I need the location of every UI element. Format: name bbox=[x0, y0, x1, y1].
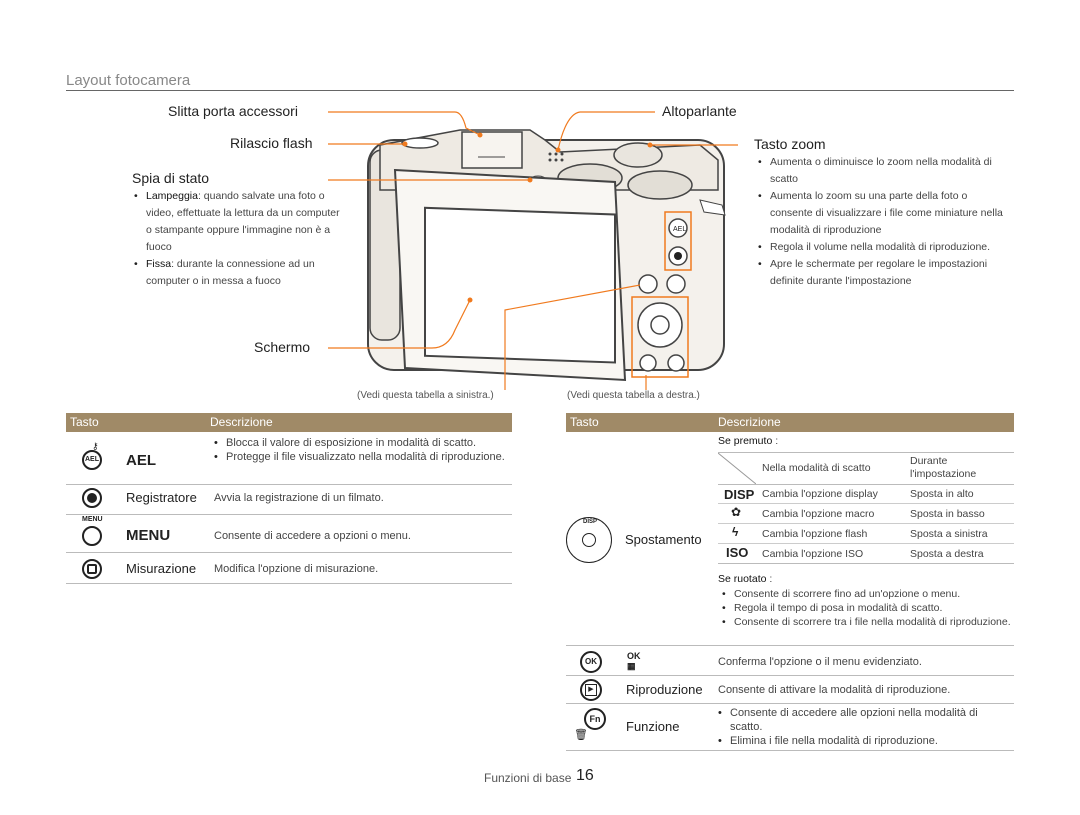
right-header-descrizione: Descrizione bbox=[718, 415, 781, 429]
zoom-bullet-4: Apre le schermate per regolare le impost… bbox=[758, 256, 1008, 290]
callout-spia: Spia di stato bbox=[132, 170, 210, 186]
spia-bullets: Lampeggia: quando salvate una foto o vid… bbox=[134, 188, 340, 290]
right-table-header: Tasto Descrizione bbox=[566, 413, 1014, 432]
row-divider bbox=[566, 675, 1014, 676]
ael-icon: AEL bbox=[82, 450, 102, 470]
camera-illustration: AEL bbox=[328, 111, 738, 390]
flash-icon: ϟ bbox=[732, 525, 739, 539]
ruotato-bullet-3: Consente di scorrere tra i file nella mo… bbox=[722, 615, 1012, 629]
zoom-bullets: Aumenta o diminuisce lo zoom nella modal… bbox=[758, 154, 1008, 290]
row-divider bbox=[66, 484, 512, 485]
macro-icon: ✿ bbox=[731, 505, 742, 519]
inner-divider bbox=[718, 543, 1014, 544]
left-table-header: Tasto Descrizione bbox=[66, 413, 512, 432]
inner-row-4-scatto: Cambia l'opzione ISO bbox=[762, 548, 864, 560]
nav-ok-center bbox=[582, 533, 596, 547]
inner-row-2-imp: Sposta in basso bbox=[910, 508, 985, 520]
key-riproduzione: Riproduzione bbox=[626, 682, 703, 697]
inner-divider bbox=[718, 563, 1014, 564]
callout-rilascio: Rilascio flash bbox=[230, 135, 313, 151]
left-header-descrizione: Descrizione bbox=[210, 415, 273, 429]
inner-header-scatto: Nella modalità di scatto bbox=[762, 462, 871, 474]
key-spostamento: Spostamento bbox=[625, 532, 702, 547]
ael-desc: Blocca il valore di esposizione in modal… bbox=[214, 436, 510, 464]
se-ruotato: Se ruotato : bbox=[718, 573, 773, 585]
inner-corner-diagonal bbox=[718, 453, 756, 484]
menu-desc: Consente di accedere a opzioni o menu. bbox=[214, 530, 411, 542]
inner-row-3-scatto: Cambia l'opzione flash bbox=[762, 528, 868, 540]
callout-schermo: Schermo bbox=[254, 339, 311, 355]
inner-header-imp: Durante l'impostazione bbox=[910, 455, 977, 480]
ruotato-bullet-1: Consente di scorrere fino ad un'opzione … bbox=[722, 587, 1012, 601]
caption-see-left: (Vedi questa tabella a sinistra.) bbox=[357, 390, 494, 401]
trash-icon: 🗑 bbox=[574, 729, 588, 741]
metering-icon bbox=[82, 559, 102, 579]
spia-bullet-2: Fissa: durante la connessione ad un comp… bbox=[134, 256, 340, 290]
funzione-desc-2: Elimina i file nella modalità di riprodu… bbox=[718, 734, 1012, 748]
key-icon: ⚷ bbox=[92, 441, 99, 451]
key-registratore: Registratore bbox=[126, 490, 197, 505]
ruotato-bullet-2: Regola il tempo di posa in modalità di s… bbox=[722, 601, 1012, 615]
fn-button-icon: Fn bbox=[584, 708, 606, 730]
row-divider bbox=[66, 583, 512, 584]
callout-tasto-zoom: Tasto zoom bbox=[754, 136, 826, 152]
row-divider bbox=[66, 552, 512, 553]
zoom-bullet-3: Regola il volume nella modalità di ripro… bbox=[758, 239, 1008, 256]
ok-glyph: OK▦ bbox=[627, 651, 641, 671]
playback-button-icon bbox=[580, 679, 602, 701]
inner-row-4-imp: Sposta a destra bbox=[910, 548, 984, 560]
inner-row-3-imp: Sposta a sinistra bbox=[910, 528, 988, 540]
row-divider bbox=[66, 514, 512, 515]
left-header-tasto: Tasto bbox=[70, 415, 99, 429]
title-rule bbox=[66, 90, 1014, 91]
key-misurazione: Misurazione bbox=[126, 561, 197, 576]
inner-row-1-imp: Sposta in alto bbox=[910, 488, 974, 500]
metering-inner bbox=[87, 564, 97, 574]
funzione-desc: Consente di accedere alle opzioni nella … bbox=[718, 706, 1012, 748]
se-premuto: Se premuto : bbox=[718, 435, 779, 447]
ok-desc: Conferma l'opzione o il menu evidenziato… bbox=[718, 656, 922, 668]
inner-divider bbox=[718, 452, 1014, 453]
row-divider bbox=[566, 645, 1014, 646]
inner-row-1-scatto: Cambia l'opzione display bbox=[762, 488, 878, 500]
inner-row-2-scatto: Cambia l'opzione macro bbox=[762, 508, 875, 520]
key-funzione: Funzione bbox=[626, 719, 680, 734]
row-divider bbox=[566, 703, 1014, 704]
spia-bullet-1: Lampeggia: quando salvate una foto o vid… bbox=[134, 188, 340, 256]
key-menu: MENU bbox=[126, 527, 171, 544]
callout-slitta: Slitta porta accessori bbox=[168, 103, 298, 119]
navigation-dial-icon bbox=[566, 517, 612, 563]
caption-see-right: (Vedi questa tabella a destra.) bbox=[567, 390, 700, 401]
ruotato-bullets: Consente di scorrere fino ad un'opzione … bbox=[722, 587, 1012, 629]
registratore-desc: Avvia la registrazione di un filmato. bbox=[214, 492, 384, 504]
nav-disp-glyph: DISP bbox=[583, 519, 598, 525]
callout-altoparlante: Altoparlante bbox=[662, 103, 737, 119]
menu-icon-label: MENU bbox=[82, 516, 103, 523]
page-number: 16 bbox=[576, 767, 594, 784]
svg-text:AEL: AEL bbox=[673, 226, 686, 233]
footer-label: Funzioni di base bbox=[484, 771, 572, 785]
play-glyph: ▶ bbox=[585, 684, 597, 696]
zoom-bullet-1: Aumenta o diminuisce lo zoom nella modal… bbox=[758, 154, 1008, 188]
key-ael: AEL bbox=[126, 452, 156, 469]
record-dot bbox=[87, 493, 97, 503]
ael-desc-2: Protegge il file visualizzato nella moda… bbox=[214, 450, 510, 464]
inner-divider bbox=[718, 484, 1014, 485]
ael-desc-1: Blocca il valore di esposizione in modal… bbox=[214, 436, 510, 450]
riproduzione-desc: Consente di attivare la modalità di ripr… bbox=[718, 684, 951, 696]
funzione-desc-1: Consente di accedere alle opzioni nella … bbox=[718, 706, 1012, 734]
page-title: Layout fotocamera bbox=[66, 72, 191, 89]
record-button-icon bbox=[82, 488, 102, 508]
misurazione-desc: Modifica l'opzione di misurazione. bbox=[214, 563, 379, 575]
disp-icon: DISP bbox=[724, 487, 755, 502]
inner-divider bbox=[718, 503, 1014, 504]
row-divider bbox=[566, 750, 1014, 751]
zoom-bullet-2: Aumenta lo zoom su una parte della foto … bbox=[758, 188, 1008, 239]
iso-icon: ISO bbox=[726, 545, 749, 560]
inner-divider bbox=[718, 523, 1014, 524]
ok-button-icon: OK bbox=[580, 651, 602, 673]
right-header-tasto: Tasto bbox=[570, 415, 599, 429]
menu-button-icon bbox=[82, 526, 102, 546]
